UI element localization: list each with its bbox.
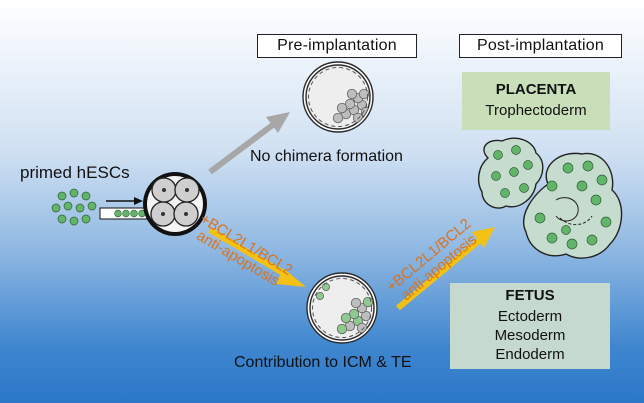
hesc-cell-cluster: [51, 188, 97, 226]
placenta-tissue-shape: [477, 137, 544, 209]
placenta-panel: PLACENTA Trophectoderm: [462, 72, 610, 130]
placenta-title: PLACENTA: [495, 81, 577, 99]
pre-implantation-header-text: Pre-implantation: [277, 37, 397, 54]
placenta-tissue-label: Trophectoderm: [485, 102, 587, 120]
fetus-title: FETUS: [505, 287, 555, 305]
post-implantation-header-text: Post-implantation: [476, 37, 605, 54]
yellow-arrow-to-fetus: [396, 227, 495, 311]
post-implantation-header: Post-implantation: [459, 34, 622, 58]
blastocyst-chimera-contribution: [306, 272, 378, 344]
gray-arrow-to-pre-implantation: [208, 112, 290, 175]
fetus-tissue-shape: [523, 152, 623, 259]
injection-pipette: [99, 207, 149, 220]
pre-implantation-header: Pre-implantation: [257, 34, 417, 58]
no-chimera-label: No chimera formation: [250, 148, 403, 165]
contribution-label: Contribution to ICM & TE: [234, 354, 412, 371]
fetus-tissue-mesoderm: Mesoderm: [494, 327, 566, 345]
yellow-arrow-to-blastocyst: [208, 227, 306, 287]
injection-arrow-icon: [106, 197, 143, 205]
primed-hescs-label: primed hESCs: [20, 163, 130, 182]
fetus-tissue-ectoderm: Ectoderm: [497, 308, 563, 326]
fetus-panel: FETUS Ectoderm Mesoderm Endoderm: [450, 283, 610, 369]
blastocyst-no-chimera: [302, 61, 374, 133]
fetus-tissue-endoderm: Endoderm: [495, 345, 565, 363]
eight-cell-embryo: [143, 172, 207, 236]
